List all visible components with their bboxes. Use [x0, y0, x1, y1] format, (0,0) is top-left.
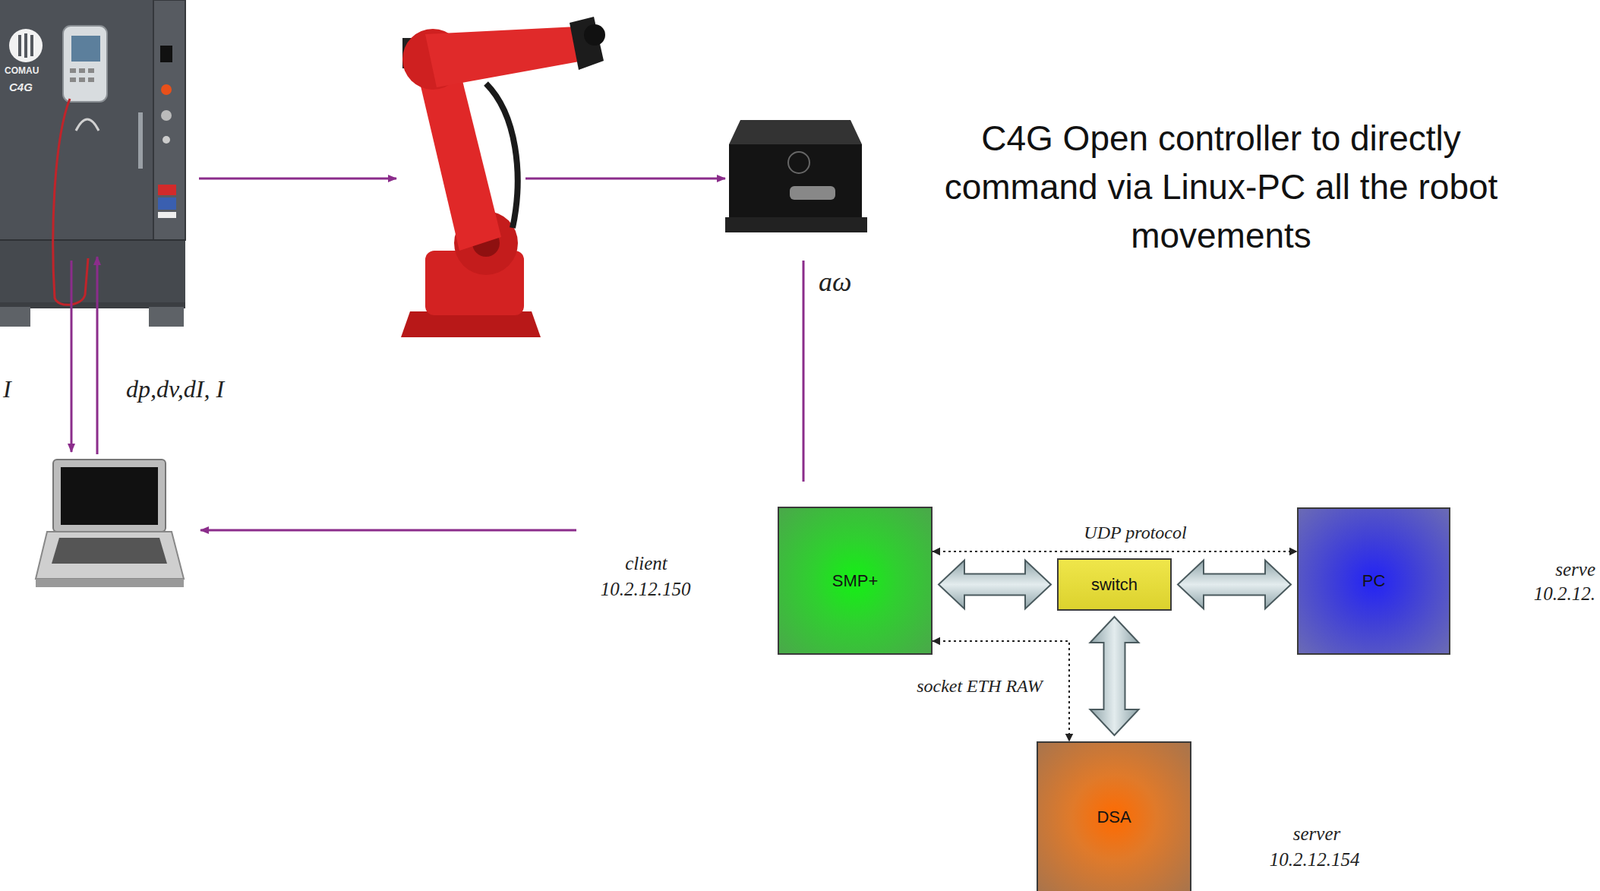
laptop-part	[35, 578, 184, 587]
signal-arrows	[71, 178, 804, 531]
node-label: DSA	[1096, 807, 1131, 827]
text-label: server	[1293, 823, 1341, 845]
controller-cabinet-part	[9, 28, 43, 63]
block-arrow	[1090, 616, 1140, 736]
diagram-title: C4G Open controller to directly command …	[932, 113, 1510, 260]
controller-cabinet-part	[30, 34, 34, 57]
text-label: 10.2.12.154	[1269, 848, 1361, 871]
robot-arm-part	[485, 83, 518, 228]
signal-arrows-part	[525, 177, 726, 180]
controller-cabinet-part	[24, 33, 28, 58]
controller-cabinet-part	[0, 239, 186, 304]
controller-cabinet-part	[0, 306, 31, 327]
controller-cabinet-part	[69, 68, 76, 73]
imu-sensor-part	[789, 186, 836, 200]
signal-arrows-part	[802, 260, 805, 482]
text-label: serve	[1555, 558, 1596, 581]
node-label: PC	[1362, 571, 1386, 591]
controller-cabinet-part	[78, 68, 86, 73]
signal-arrows-part	[200, 529, 577, 532]
controller-cabinet-part	[69, 77, 76, 83]
block-arrow	[1177, 560, 1291, 610]
robot-arm-part	[583, 24, 606, 46]
controller-cabinet-part	[88, 68, 95, 73]
block-arrow	[938, 560, 1051, 610]
controller-cabinet-part	[148, 306, 184, 327]
controller-cabinet-part	[71, 35, 101, 62]
edge-label: socket ETH RAW	[914, 675, 1045, 697]
controller-cabinet-part	[0, 239, 186, 241]
controller-cabinet-part	[157, 184, 177, 196]
imu-sensor-part	[788, 151, 810, 174]
text-label: client	[624, 552, 668, 575]
device-box: SMP+	[777, 506, 933, 655]
imu-sensor-part	[728, 144, 862, 219]
device-box: PC	[1297, 507, 1451, 655]
text-label: C4G	[9, 80, 33, 94]
node-label: SMP+	[832, 571, 879, 591]
node-label: switch	[1091, 574, 1138, 595]
imu-sensor-part	[725, 217, 868, 233]
controller-cabinet-part	[157, 211, 177, 218]
dotted-connector	[932, 550, 1298, 553]
switch-box: switch	[1057, 558, 1172, 611]
laptop-part	[51, 537, 168, 564]
controller-cabinet-part	[88, 77, 95, 83]
text-label: COMAU	[4, 65, 39, 76]
controller-cabinet	[0, 0, 186, 327]
laptop	[35, 459, 184, 587]
controller-cabinet-part	[78, 77, 86, 83]
controller-cabinet-part	[75, 119, 99, 131]
controller-cabinet-part	[18, 34, 22, 57]
laptop-part	[60, 467, 158, 525]
controller-cabinet-part	[162, 135, 171, 144]
imu-sensor-part	[728, 119, 862, 145]
text-label: I	[3, 375, 12, 404]
controller-cabinet-part	[157, 197, 177, 210]
imu-sensor	[725, 119, 868, 233]
device-box: DSA	[1036, 741, 1192, 891]
controller-cabinet-part	[160, 84, 172, 95]
controller-cabinet-part	[160, 110, 172, 121]
signal-arrows-part	[198, 177, 397, 180]
text-label: 10.2.12.150	[600, 578, 692, 600]
edge-label: UDP protocol	[1081, 522, 1189, 543]
controller-cabinet-part	[0, 0, 186, 307]
laptop-part	[35, 531, 184, 579]
robot-arm	[400, 16, 606, 338]
text-label: 10.2.12.	[1533, 583, 1596, 605]
signal-arrows-part	[96, 256, 99, 455]
controller-cabinet-part	[63, 25, 108, 102]
controller-cabinet-part	[153, 0, 186, 240]
text-label: aω	[818, 265, 852, 298]
laptop-part	[53, 459, 166, 532]
controller-cabinet-part	[160, 45, 173, 63]
robot-arm-part	[400, 311, 541, 338]
robot-arm-part	[425, 26, 584, 88]
signal-arrows-part	[70, 260, 73, 452]
text-label: dp,dv,dI, I	[126, 375, 225, 404]
controller-cabinet-part	[138, 112, 143, 169]
